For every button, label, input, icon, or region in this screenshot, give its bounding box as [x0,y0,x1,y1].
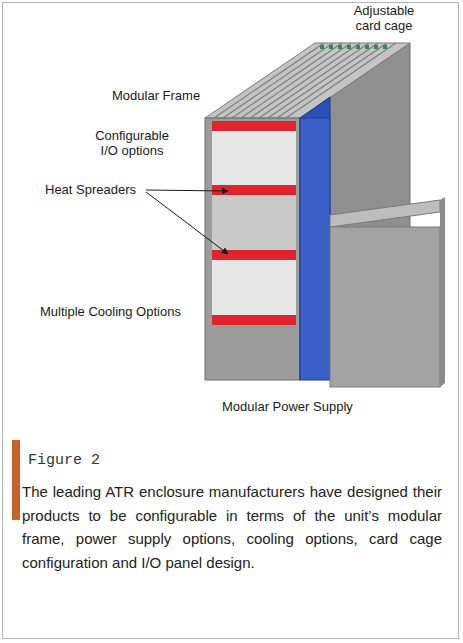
front-frame [205,118,300,380]
callout-label: Adjustable card cage [340,3,428,33]
callout-label: Multiple Cooling Options [40,304,200,319]
power-supply-front [300,118,330,380]
figure-number: Figure 2 [28,452,228,470]
card-stack [212,121,296,325]
callout-label: Configurable I/O options [86,128,178,158]
callout-label: Heat Spreaders [45,182,155,197]
figure-caption: The leading ATR enclosure manufacturers … [22,480,442,574]
callout-label: Modular Frame [112,88,232,103]
caption-accent-bar [12,440,20,520]
end-plate-edge [440,197,445,387]
card-cage-top [205,43,410,118]
end-plate-top [330,200,440,227]
end-plate [330,227,440,387]
power-supply-panel [300,97,330,380]
card-slots [214,43,396,118]
callout-label: Modular Power Supply [222,399,422,414]
card-tips [320,45,387,49]
leader-lines [146,190,228,254]
